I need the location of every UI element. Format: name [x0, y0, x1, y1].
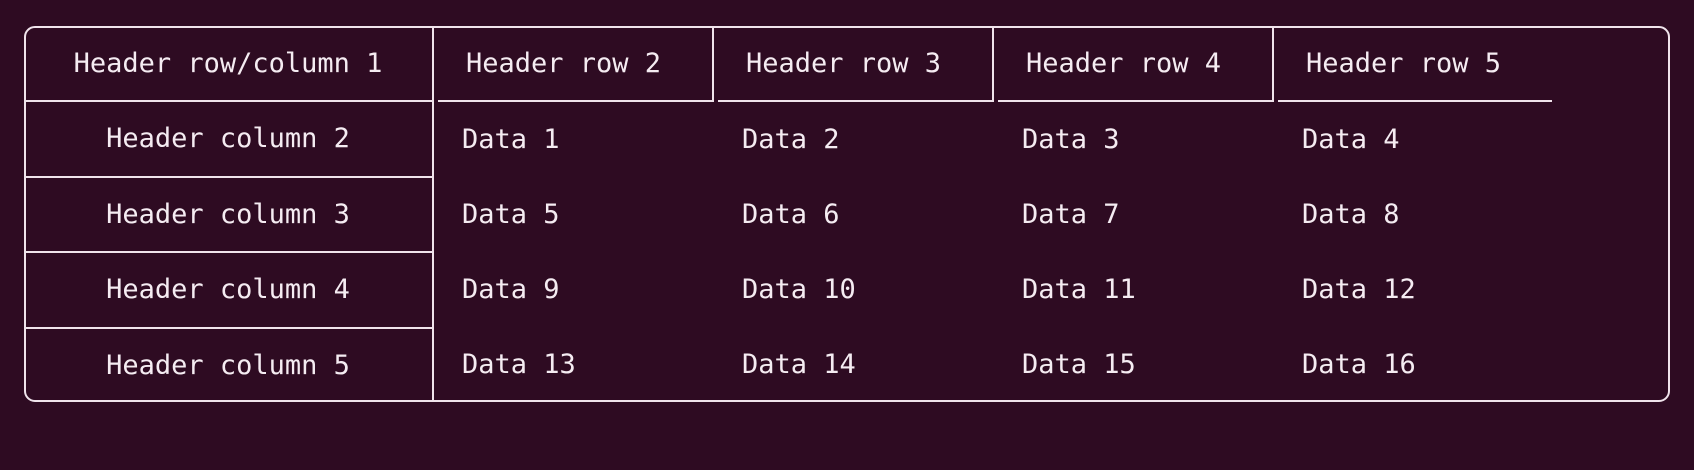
column-header-3: Header row 3 — [718, 26, 994, 102]
row-header-1: Header column 2 — [24, 102, 432, 178]
data-table: Header row/column 1 Header row 2 Header … — [24, 26, 1670, 402]
row-header-3: Header column 4 — [24, 253, 432, 329]
table-row: Data 9 Data 10 Data 11 Data 12 — [434, 252, 1670, 327]
data-cell: Data 16 — [1302, 349, 1416, 380]
data-area: Data 1 Data 2 Data 3 Data 4 Data 5 Data … — [434, 102, 1670, 402]
data-cell: Data 3 — [1022, 124, 1120, 155]
data-cell: Data 6 — [742, 199, 840, 230]
data-cell: Data 15 — [1022, 349, 1136, 380]
table-row: Data 13 Data 14 Data 15 Data 16 — [434, 327, 1670, 402]
column-header-2: Header row 2 — [438, 26, 714, 102]
column-header-1: Header row/column 1 — [24, 26, 434, 102]
data-cell: Data 14 — [742, 349, 856, 380]
table-row: Data 5 Data 6 Data 7 Data 8 — [434, 177, 1670, 252]
data-cell: Data 7 — [1022, 199, 1120, 230]
table-row: Data 1 Data 2 Data 3 Data 4 — [434, 102, 1670, 177]
row-header-column: Header column 2 Header column 3 Header c… — [24, 102, 434, 402]
table-grid: Header row/column 1 Header row 2 Header … — [24, 26, 1670, 402]
table-body: Header column 2 Header column 3 Header c… — [24, 102, 1670, 402]
data-cell: Data 12 — [1302, 274, 1416, 305]
data-cell: Data 1 — [462, 124, 560, 155]
data-cell: Data 10 — [742, 274, 856, 305]
row-header-4: Header column 5 — [106, 349, 350, 381]
data-cell: Data 5 — [462, 199, 560, 230]
data-cell: Data 8 — [1302, 199, 1400, 230]
data-cell: Data 13 — [462, 349, 576, 380]
data-cell: Data 11 — [1022, 274, 1136, 305]
table-header-row: Header row/column 1 Header row 2 Header … — [24, 26, 1670, 102]
column-header-5: Header row 5 — [1278, 26, 1552, 102]
row-header-2: Header column 3 — [24, 178, 432, 253]
data-cell: Data 4 — [1302, 124, 1400, 155]
data-cell: Data 2 — [742, 124, 840, 155]
data-cell: Data 9 — [462, 274, 560, 305]
column-header-4: Header row 4 — [998, 26, 1274, 102]
